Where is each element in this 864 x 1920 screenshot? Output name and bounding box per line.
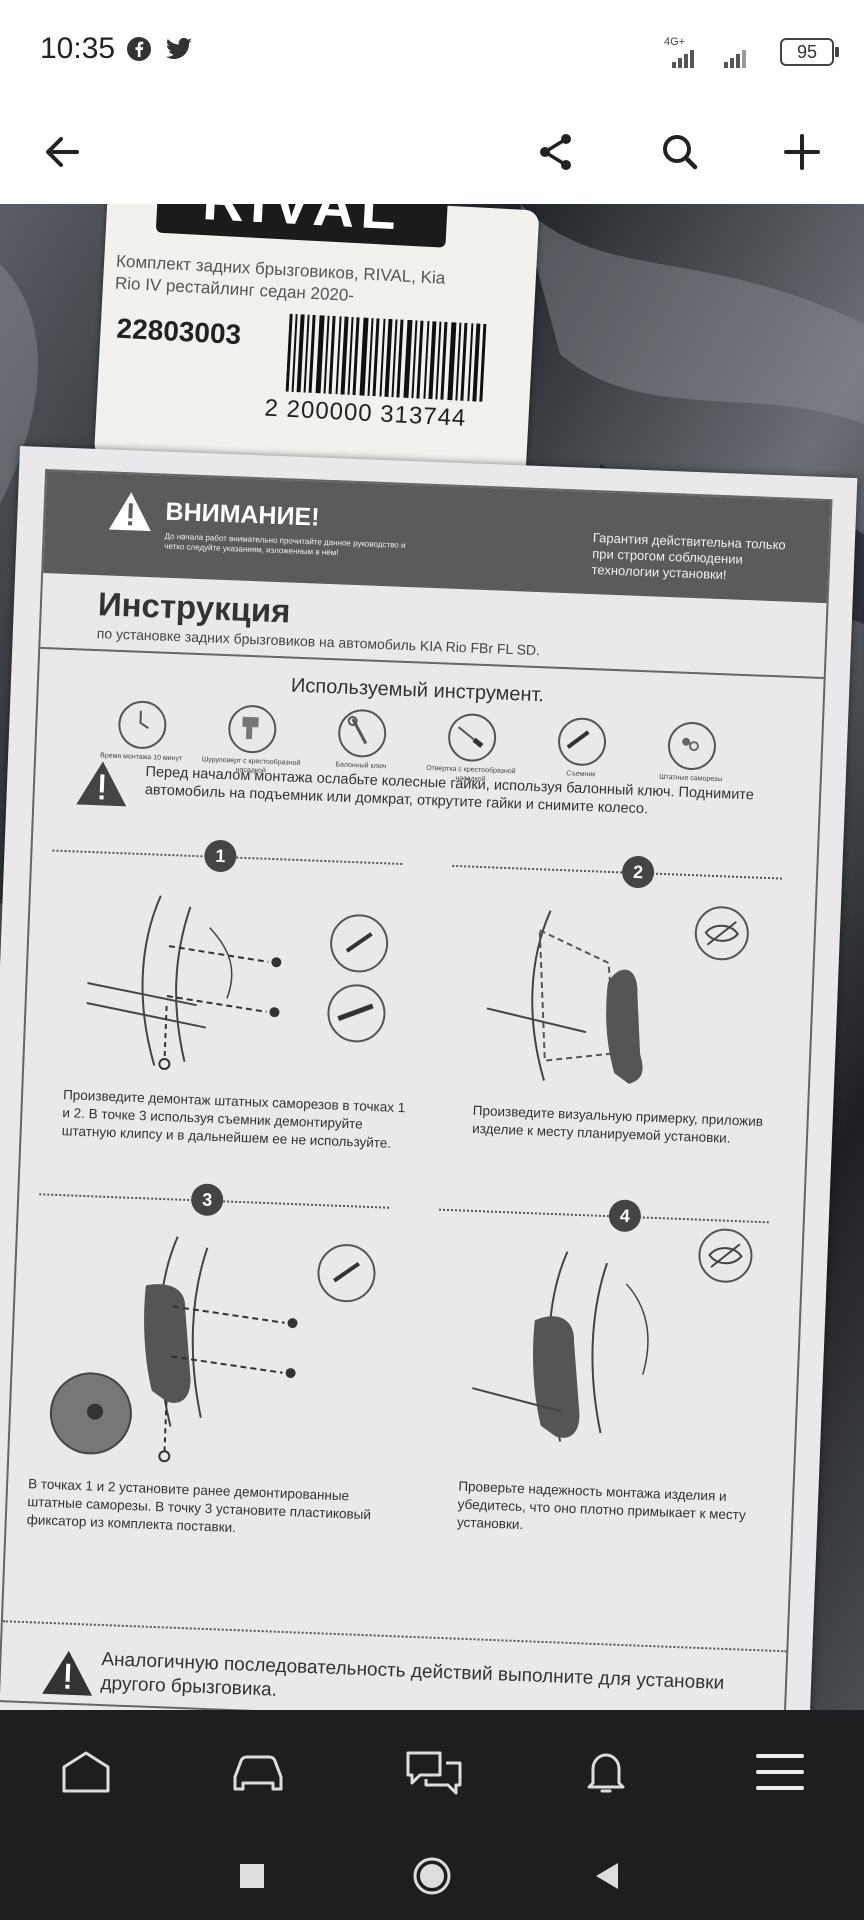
share-button[interactable] bbox=[524, 120, 588, 184]
arrow-left-icon bbox=[46, 137, 79, 167]
warning-band: ВНИМАНИЕ! До начала работ внимательно пр… bbox=[43, 471, 831, 604]
tools-title: Используемый инструмент. bbox=[290, 674, 545, 707]
screwdriver-icon bbox=[330, 914, 389, 973]
instruction-sheet: ВНИМАНИЕ! До начала работ внимательно пр… bbox=[0, 446, 858, 1710]
product-description: Комплект задних брызговиков, RIVAL, Kia … bbox=[114, 251, 446, 306]
clock-icon bbox=[117, 700, 168, 750]
screwdriver-icon bbox=[317, 1244, 376, 1303]
step-number: 1 bbox=[203, 839, 238, 873]
instruction-title: Инструкция bbox=[97, 585, 292, 630]
step-number: 4 bbox=[608, 1199, 642, 1233]
signal-icon bbox=[724, 50, 746, 68]
system-home-button[interactable] bbox=[412, 1856, 452, 1896]
warning-title: ВНИМАНИЕ! bbox=[165, 497, 320, 532]
product-code: 22803003 bbox=[115, 312, 242, 351]
step-separator bbox=[438, 1208, 769, 1224]
warranty-text: Гарантия действительна только при строго… bbox=[591, 530, 786, 583]
status-indicators: 4G+ 95 bbox=[664, 34, 839, 68]
status-time: 10:35 bbox=[40, 32, 116, 65]
tool-time: Время монтажа 10 минут bbox=[86, 699, 198, 764]
home-icon bbox=[62, 1751, 110, 1793]
add-button[interactable] bbox=[770, 120, 834, 184]
warning-triangle-icon bbox=[76, 761, 127, 807]
eye-icon bbox=[698, 1228, 753, 1283]
product-label: RIVAL Комплект задних брызговиков, RIVAL… bbox=[93, 204, 540, 481]
bell-icon bbox=[587, 1753, 625, 1793]
remover-icon bbox=[557, 716, 607, 767]
chat-icon bbox=[406, 1751, 462, 1795]
car-icon bbox=[233, 1755, 283, 1791]
status-bar: 10:35 4G+ 95 bbox=[0, 0, 864, 100]
screws-icon bbox=[667, 721, 717, 771]
step-separator bbox=[2, 1620, 787, 1653]
menu-icon bbox=[756, 1754, 804, 1790]
warning-triangle-icon bbox=[108, 492, 151, 532]
triangle-back-icon bbox=[596, 1863, 618, 1889]
network-type-label: 4G+ bbox=[664, 36, 686, 48]
facebook-icon bbox=[126, 36, 152, 67]
nav-home-button[interactable] bbox=[56, 1744, 116, 1800]
step-1-text: Произведите демонтаж штатных саморезов в… bbox=[61, 1087, 406, 1151]
final-note: Аналогичную последовательность действий … bbox=[100, 1649, 725, 1701]
step-1-diagram bbox=[86, 895, 282, 1070]
plus-icon bbox=[784, 134, 820, 170]
barcode-image bbox=[285, 313, 487, 402]
circle-home-icon bbox=[413, 1857, 451, 1895]
sheet-frame: ВНИМАНИЕ! До начала работ внимательно пр… bbox=[0, 468, 833, 1710]
back-button[interactable] bbox=[30, 120, 94, 184]
battery-indicator: 95 bbox=[780, 38, 839, 66]
tool-screwdriver: Отвертка с крестообразной насадкой bbox=[415, 711, 528, 785]
square-recent-icon bbox=[240, 1864, 264, 1888]
nav-menu-button[interactable] bbox=[750, 1744, 810, 1800]
tool-wheel-wrench: Балонный ключ bbox=[306, 707, 418, 772]
step-number: 3 bbox=[190, 1183, 224, 1217]
search-icon bbox=[663, 135, 698, 170]
nav-garage-button[interactable] bbox=[228, 1744, 288, 1800]
screwdriver-icon bbox=[447, 712, 498, 763]
remover-icon bbox=[327, 984, 386, 1043]
photo-viewer[interactable]: RIVAL Комплект задних брызговиков, RIVAL… bbox=[0, 204, 864, 1710]
warning-triangle-icon bbox=[42, 1650, 93, 1696]
nav-notifications-button[interactable] bbox=[576, 1744, 636, 1800]
warning-small-text: До начала работ внимательно прочитайте д… bbox=[164, 531, 406, 558]
twitter-icon bbox=[164, 36, 194, 67]
app-bar bbox=[0, 100, 864, 204]
tool-screwdriver-drill: Шуруповерт с крестообразной насадкой bbox=[196, 703, 309, 777]
signal-icon bbox=[672, 50, 694, 68]
step-number: 2 bbox=[621, 855, 655, 889]
bottom-navigation bbox=[0, 1710, 864, 1920]
tool-screws: Штатные саморезы bbox=[636, 720, 748, 785]
nav-messages-button[interactable] bbox=[404, 1744, 464, 1800]
brand-logo: RIVAL bbox=[155, 204, 449, 248]
step-3-text: В точках 1 и 2 установите ранее демонтир… bbox=[26, 1476, 372, 1536]
share-icon bbox=[540, 134, 571, 170]
tool-remover: Съемник bbox=[526, 716, 638, 781]
eye-icon bbox=[694, 906, 749, 961]
step-4-text: Проверьте надежность монтажа изделия и у… bbox=[456, 1478, 747, 1533]
barcode-number: 2 200000 313744 bbox=[263, 394, 467, 433]
step-4-diagram bbox=[471, 1251, 649, 1442]
recent-apps-button[interactable] bbox=[232, 1856, 272, 1896]
step-2-diagram bbox=[486, 910, 643, 1084]
step-3-diagram bbox=[49, 1236, 298, 1463]
drill-icon bbox=[227, 704, 278, 755]
step-2-text: Произведите визуальную примерку, приложи… bbox=[471, 1102, 764, 1146]
system-back-button[interactable] bbox=[588, 1856, 628, 1896]
wrench-icon bbox=[337, 708, 388, 759]
step-separator bbox=[452, 864, 782, 880]
search-button[interactable] bbox=[648, 120, 712, 184]
